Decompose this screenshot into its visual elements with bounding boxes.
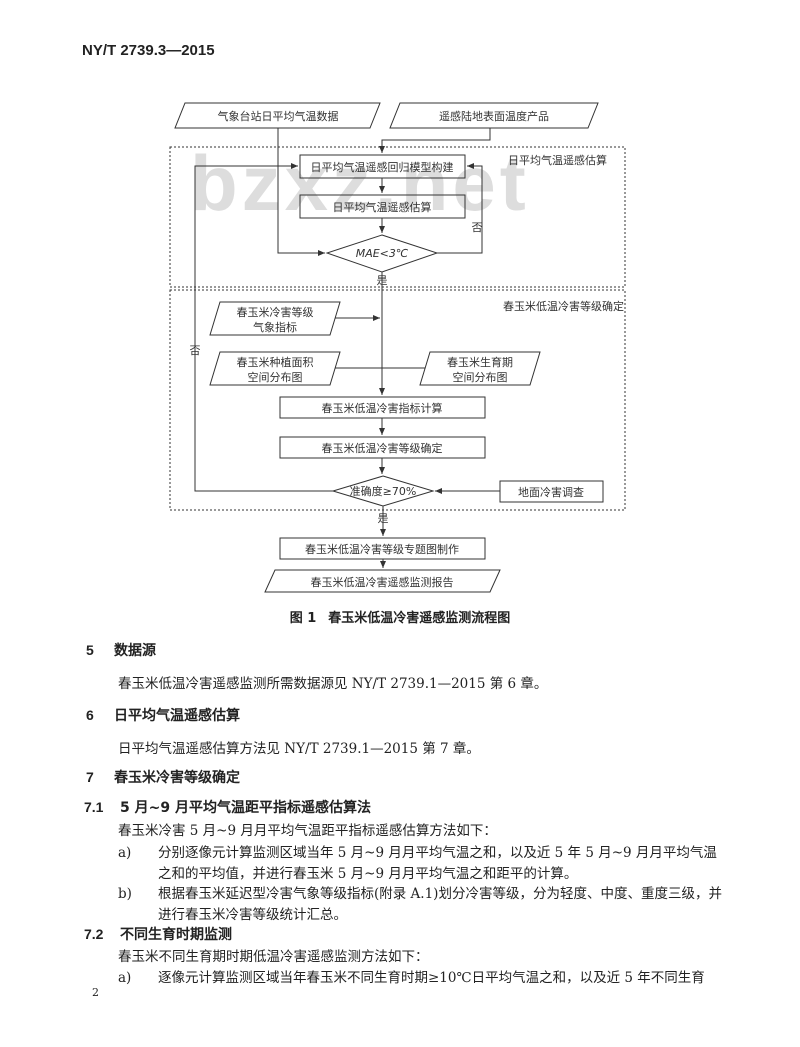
flowchart-label: 准确度≥70% <box>350 484 417 498</box>
list-item-b: b) 根据春玉米延迟型冷害气象等级指标(附录 A.1)划分冷害等级，分为轻度、中度… <box>118 882 722 902</box>
flowchart: bzxz.net 气象台站日平均气 <box>169 102 626 593</box>
flowchart-label: 空间分布图 <box>453 370 508 384</box>
section-number: 7.1 <box>84 799 104 815</box>
flowchart-connector <box>277 128 325 256</box>
flowchart-label: 遥感陆地表面温度产品 <box>439 109 549 123</box>
flowchart-label: 春玉米低温冷害等级确定 <box>322 441 443 455</box>
section-7-heading: 7 春玉米冷害等级确定 <box>86 767 240 787</box>
section-7-2-body: 春玉米不同生育期时期低温冷害遥感监测方法如下： <box>118 949 429 965</box>
watermark: bzxz.net <box>190 139 530 227</box>
output-report <box>264 569 501 593</box>
flowchart-label: 气象台站日平均气温数据 <box>218 109 339 123</box>
list-item-a: a) 逐像元计算监测区域当年春玉米不同生育时期≥10℃日平均气温之和，以及近 5 … <box>118 966 705 986</box>
input-lst-product <box>389 102 599 129</box>
page-number: 2 <box>92 986 99 999</box>
section-5-body: 春玉米低温冷害遥感监测所需数据源见 NY/T 2739.1—2015 第 6 章… <box>118 676 548 692</box>
list-item-b-cont: 进行春玉米冷害等级统计汇总。 <box>158 907 347 923</box>
input-station-data <box>174 102 381 129</box>
figure-number: 图 1 <box>289 611 317 626</box>
section-number: 5 <box>86 642 94 658</box>
section-5-heading: 5 数据源 <box>86 640 156 660</box>
flowchart-label: 气象指标 <box>253 320 297 334</box>
figure-title: 春玉米低温冷害遥感监测流程图 <box>328 611 511 626</box>
list-marker: a) <box>118 970 132 986</box>
figure-caption: 图 1 春玉米低温冷害遥感监测流程图 <box>0 607 800 626</box>
standard-header: NY/T 2739.3—2015 <box>82 42 215 59</box>
list-marker: b) <box>118 886 132 902</box>
flowchart-label: 否 <box>190 344 201 357</box>
section-title: 数据源 <box>114 643 156 659</box>
list-text: 分别逐像元计算监测区域当年 5 月~9 月月平均气温之和，以及近 5 年 5 月… <box>158 845 717 861</box>
flowchart-label: 否 <box>472 221 483 234</box>
flowchart-label: 是 <box>378 512 389 525</box>
section-title: 日平均气温遥感估算 <box>114 708 240 724</box>
flowchart-label: 春玉米种植面积 <box>237 355 314 369</box>
flowchart-connector <box>379 128 491 153</box>
section-title: 不同生育时期监测 <box>120 927 232 943</box>
section-7-2-heading: 7.2 不同生育时期监测 <box>84 924 232 944</box>
section-number: 6 <box>86 707 94 723</box>
flowchart-label: 春玉米冷害等级 <box>237 305 314 319</box>
group-temperature-estimation <box>169 146 626 288</box>
flowchart-label: 春玉米低温冷害等级专题图制作 <box>305 542 459 556</box>
section-title: 5 月~9 月平均气温距平指标遥感估算法 <box>120 800 371 816</box>
section-number: 7 <box>86 769 94 785</box>
flowchart-label: 春玉米低温冷害等级确定 <box>503 299 624 313</box>
group-grade-determination <box>169 289 626 511</box>
section-title: 春玉米冷害等级确定 <box>114 770 240 786</box>
flowchart-label: 是 <box>377 274 388 287</box>
flowchart-label: 春玉米低温冷害指标计算 <box>322 401 443 415</box>
flowchart-label: 日平均气温遥感回归模型构建 <box>311 160 454 174</box>
flowchart-connector <box>194 163 333 492</box>
list-text: 根据春玉米延迟型冷害气象等级指标(附录 A.1)划分冷害等级，分为轻度、中度、重… <box>158 886 722 902</box>
flowchart-label: 日平均气温遥感估算 <box>333 200 432 214</box>
section-7-1-heading: 7.1 5 月~9 月平均气温距平指标遥感估算法 <box>84 797 371 817</box>
section-7-1-body: 春玉米冷害 5 月~9 月月平均气温距平指标遥感估算方法如下： <box>118 823 497 839</box>
section-6-body: 日平均气温遥感估算方法见 NY/T 2739.1—2015 第 7 章。 <box>118 741 480 757</box>
list-marker: a) <box>118 845 132 861</box>
list-text: 逐像元计算监测区域当年春玉米不同生育时期≥10℃日平均气温之和，以及近 5 年不… <box>158 970 705 986</box>
flowchart-label: 日平均气温遥感估算 <box>508 153 607 167</box>
flowchart-label: 地面冷害调查 <box>518 485 584 499</box>
flowchart-label: 春玉米低温冷害遥感监测报告 <box>311 575 454 589</box>
list-item-a-cont: 之和的平均值，并进行春玉米 5 月~9 月月平均气温之和距平的计算。 <box>158 866 578 882</box>
flowchart-connector <box>437 163 483 254</box>
input-growth-stage <box>419 351 541 386</box>
flowchart-label: 空间分布图 <box>248 370 303 384</box>
section-number: 7.2 <box>84 926 104 942</box>
flowchart-label: MAE<3℃ <box>356 247 409 260</box>
list-item-a: a) 分别逐像元计算监测区域当年 5 月~9 月月平均气温之和，以及近 5 年 5… <box>118 841 717 861</box>
flowchart-label: 春玉米生育期 <box>447 355 513 369</box>
section-6-heading: 6 日平均气温遥感估算 <box>86 705 240 725</box>
input-planting-area <box>209 351 341 386</box>
input-grade-index <box>209 301 341 336</box>
